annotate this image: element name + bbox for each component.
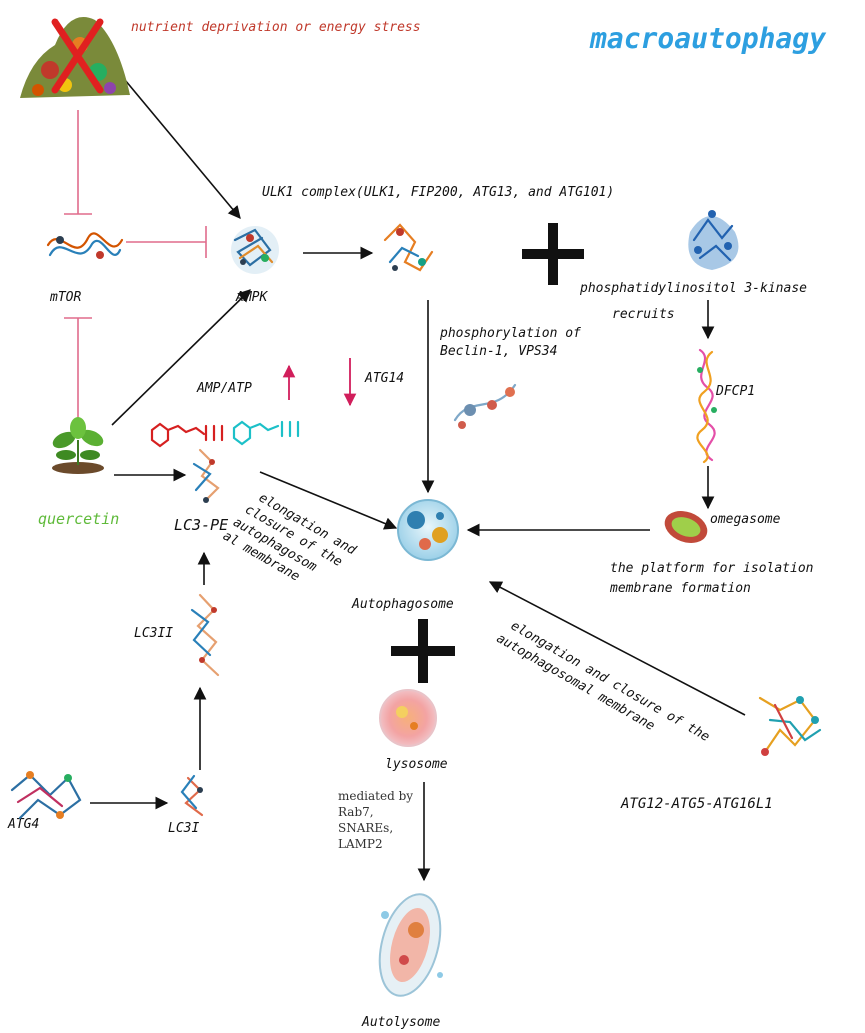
pi3k-protein-icon bbox=[688, 210, 739, 270]
plant-icon bbox=[52, 417, 104, 474]
mediated-label-1: mediated by bbox=[338, 789, 413, 803]
mtor-label: mTOR bbox=[49, 290, 81, 305]
lc3pe-label: LC3-PE bbox=[174, 516, 228, 534]
atg14-label: ATG14 bbox=[364, 371, 404, 386]
lc3i-label: LC3I bbox=[168, 821, 199, 836]
phosphorylation-label-2: Beclin-1, VPS34 bbox=[440, 344, 557, 359]
amp-molecule-icon bbox=[150, 422, 224, 448]
omegasome-icon bbox=[664, 511, 708, 543]
autophagosome-label: Autophagosome bbox=[351, 597, 454, 612]
ulk1-protein-icon bbox=[383, 223, 434, 272]
food-pile-icon bbox=[20, 17, 130, 98]
platform-label-1: the platform for isolation bbox=[610, 561, 814, 576]
mediated-label-3: SNAREs, bbox=[338, 821, 393, 835]
omegasome-label: omegasome bbox=[710, 512, 781, 527]
lc3ii-label: LC3II bbox=[134, 626, 173, 641]
dfcp1-label: DFCP1 bbox=[715, 384, 755, 399]
recruits-label: recruits bbox=[612, 307, 675, 322]
inhibition-mtor-ampk bbox=[126, 226, 207, 258]
elongation-right-line-2: autophagosomal membrane bbox=[494, 631, 658, 734]
atg4-protein-icon bbox=[10, 771, 82, 820]
ampk-label: AMPK bbox=[235, 290, 268, 305]
dfcp1-protein-icon bbox=[696, 348, 717, 464]
atp-molecule-icon bbox=[232, 420, 300, 446]
arrow-lc3pe-to-autophagosome bbox=[259, 471, 398, 530]
lc3i-protein-icon bbox=[180, 774, 204, 817]
plus-sign-autophagosome-lysosome bbox=[391, 619, 455, 683]
autolysome-label: Autolysome bbox=[361, 1015, 440, 1030]
lc3ii-protein-icon bbox=[190, 593, 220, 677]
mtor-protein-icon bbox=[46, 232, 124, 259]
lysosome-label: lysosome bbox=[385, 757, 448, 772]
atg4-label: ATG4 bbox=[7, 817, 39, 832]
lysosome-icon bbox=[379, 689, 437, 747]
autophagosome-icon bbox=[397, 499, 459, 561]
arrow-stress-to-ampk bbox=[124, 79, 241, 219]
quercetin-label: quercetin bbox=[38, 510, 119, 528]
pi3k-label: phosphatidylinositol 3-kinase bbox=[579, 281, 807, 296]
lc3pe-protein-icon bbox=[192, 448, 220, 503]
atg14-protein-icon bbox=[453, 383, 517, 429]
mediated-label-4: LAMP2 bbox=[338, 837, 383, 851]
inhibition-stress-mtor bbox=[64, 110, 92, 215]
stress-label: nutrient deprivation or energy stress bbox=[131, 20, 421, 35]
amp-atp-label: AMP/ATP bbox=[196, 381, 252, 396]
arrow-atg12-to-autophagosome bbox=[488, 581, 746, 716]
ulk1-complex-label: ULK1 complex(ULK1, FIP200, ATG13, and AT… bbox=[262, 185, 614, 200]
phosphorylation-label-1: phosphorylation of bbox=[439, 326, 581, 341]
inhibition-quercetin-mtor bbox=[64, 317, 92, 422]
ampk-protein-icon bbox=[231, 226, 279, 274]
autolysome-icon bbox=[378, 893, 443, 997]
atg12-complex-label: ATG12-ATG5-ATG16L1 bbox=[620, 796, 773, 812]
platform-label-2: membrane formation bbox=[609, 581, 751, 596]
mediated-label-2: Rab7, bbox=[338, 805, 374, 819]
diagram-title: macroautophagy bbox=[589, 22, 827, 55]
atg12-complex-icon bbox=[758, 696, 822, 756]
plus-sign-ulk1-pi3k bbox=[522, 223, 584, 285]
arrow-quercetin-to-ampk bbox=[111, 289, 251, 426]
